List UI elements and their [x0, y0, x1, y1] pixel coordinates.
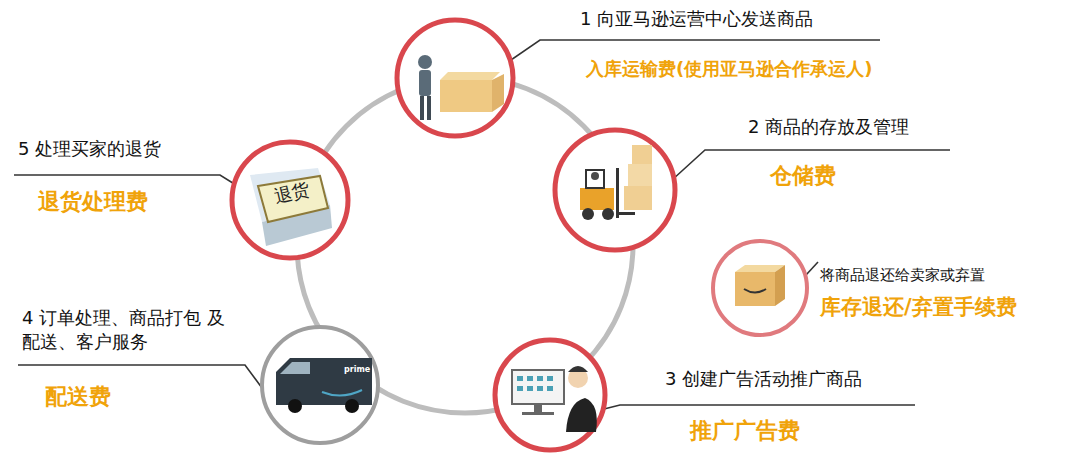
fee-label: 退货处理费 — [38, 188, 148, 216]
step-heading: 4 订单处理、商品打包 及配送、客户服务 — [22, 306, 227, 355]
forklift — [580, 145, 652, 220]
fee-label: 库存退还/弃置手续费 — [820, 294, 1017, 320]
return-box — [250, 168, 332, 246]
shipping-person — [418, 55, 504, 120]
fee-label: 配送费 — [45, 383, 111, 411]
fee-label: 仓储费 — [770, 162, 836, 190]
amazon-box — [735, 265, 785, 306]
advertising-computer — [512, 366, 597, 432]
note-heading: 将商品退还给卖家或弃置 — [820, 266, 985, 285]
leader-lines — [14, 40, 950, 410]
step-heading: 5 处理买家的退货 — [18, 138, 161, 161]
fee-label: 入库运输费(使用亚马逊合作承运人) — [586, 58, 872, 81]
delivery-van — [276, 358, 372, 413]
step-heading: 1 向亚马逊运营中心发送商品 — [580, 8, 813, 31]
van-brand: prime — [344, 365, 370, 375]
step-heading: 3 创建广告活动推广商品 — [665, 368, 862, 391]
fee-label: 推广广告费 — [690, 417, 800, 445]
step-heading: 2 商品的存放及管理 — [748, 116, 909, 139]
